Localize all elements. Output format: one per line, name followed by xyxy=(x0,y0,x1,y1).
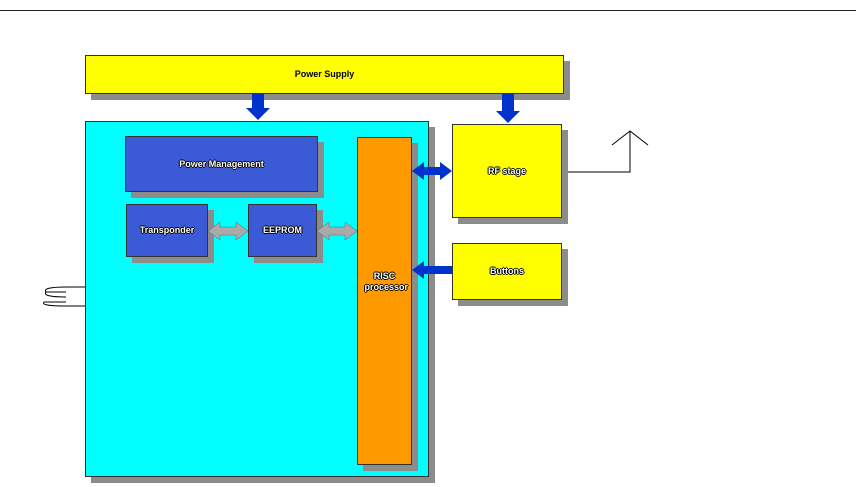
power-arrow-chip xyxy=(246,94,270,120)
buttons-risc-arrow xyxy=(412,261,452,279)
risc-rf-arrow xyxy=(412,162,452,180)
power-arrow-rf xyxy=(496,94,520,123)
eeprom-risc-arrow xyxy=(317,222,357,240)
transponder-eeprom-arrow xyxy=(208,222,248,240)
